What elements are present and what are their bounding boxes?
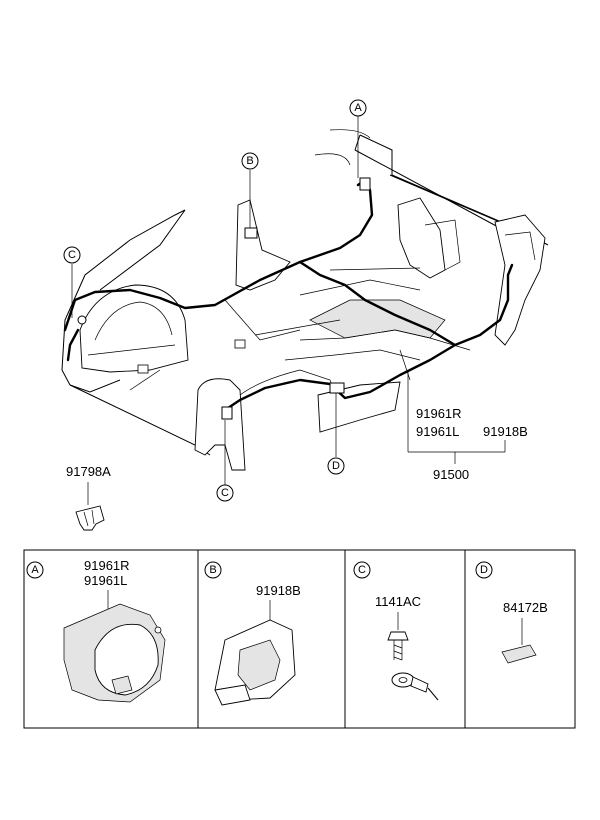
detail-d: D 84172B bbox=[475, 561, 548, 664]
svg-text:A: A bbox=[354, 102, 362, 114]
detail-c: C 1141AC bbox=[353, 561, 439, 701]
label-91500[interactable]: 91500 bbox=[433, 467, 469, 482]
callout-d[interactable]: D bbox=[327, 457, 345, 475]
svg-text:C: C bbox=[68, 249, 76, 261]
callout-a[interactable]: A bbox=[349, 99, 367, 117]
svg-text:D: D bbox=[480, 564, 488, 576]
callout-c-bottom[interactable]: C bbox=[216, 484, 234, 502]
detail-c-part-1141AC[interactable]: 1141AC bbox=[375, 594, 421, 609]
label-91961R[interactable]: 91961R bbox=[416, 406, 462, 421]
detail-a: A 91961R 91961L bbox=[26, 558, 166, 703]
fuse-part-drawing bbox=[75, 505, 105, 531]
callout-c-left[interactable]: C bbox=[63, 246, 81, 264]
svg-text:B: B bbox=[209, 564, 216, 576]
callout-b[interactable]: B bbox=[241, 152, 259, 170]
svg-text:D: D bbox=[332, 460, 340, 472]
detail-b-badge: B bbox=[204, 561, 222, 579]
svg-text:C: C bbox=[358, 564, 366, 576]
svg-text:B: B bbox=[246, 155, 253, 167]
svg-text:A: A bbox=[31, 564, 39, 576]
detail-d-part-84172B[interactable]: 84172B bbox=[503, 600, 548, 615]
detail-b-grommet-drawing bbox=[214, 619, 296, 706]
detail-a-grommet-drawing bbox=[63, 603, 166, 703]
detail-b: B 91918B bbox=[204, 561, 301, 706]
detail-a-badge: A bbox=[26, 561, 44, 579]
detail-d-badge: D bbox=[475, 561, 493, 579]
detail-c-ring-terminal-drawing bbox=[391, 672, 439, 701]
detail-d-pad-drawing bbox=[501, 644, 537, 664]
detail-c-badge: C bbox=[353, 561, 371, 579]
svg-text:C: C bbox=[221, 487, 229, 499]
label-91918B[interactable]: 91918B bbox=[483, 424, 528, 439]
detail-c-bolt-drawing bbox=[387, 631, 409, 661]
callout-leaders bbox=[71, 116, 506, 505]
detail-b-part-91918B[interactable]: 91918B bbox=[256, 583, 301, 598]
detail-a-part-91961L[interactable]: 91961L bbox=[84, 573, 127, 588]
label-91961L[interactable]: 91961L bbox=[416, 424, 459, 439]
label-91798A[interactable]: 91798A bbox=[66, 464, 111, 479]
detail-table bbox=[23, 549, 576, 729]
floor-assembly-drawing bbox=[61, 129, 549, 471]
detail-a-part-91961R[interactable]: 91961R bbox=[84, 558, 130, 573]
